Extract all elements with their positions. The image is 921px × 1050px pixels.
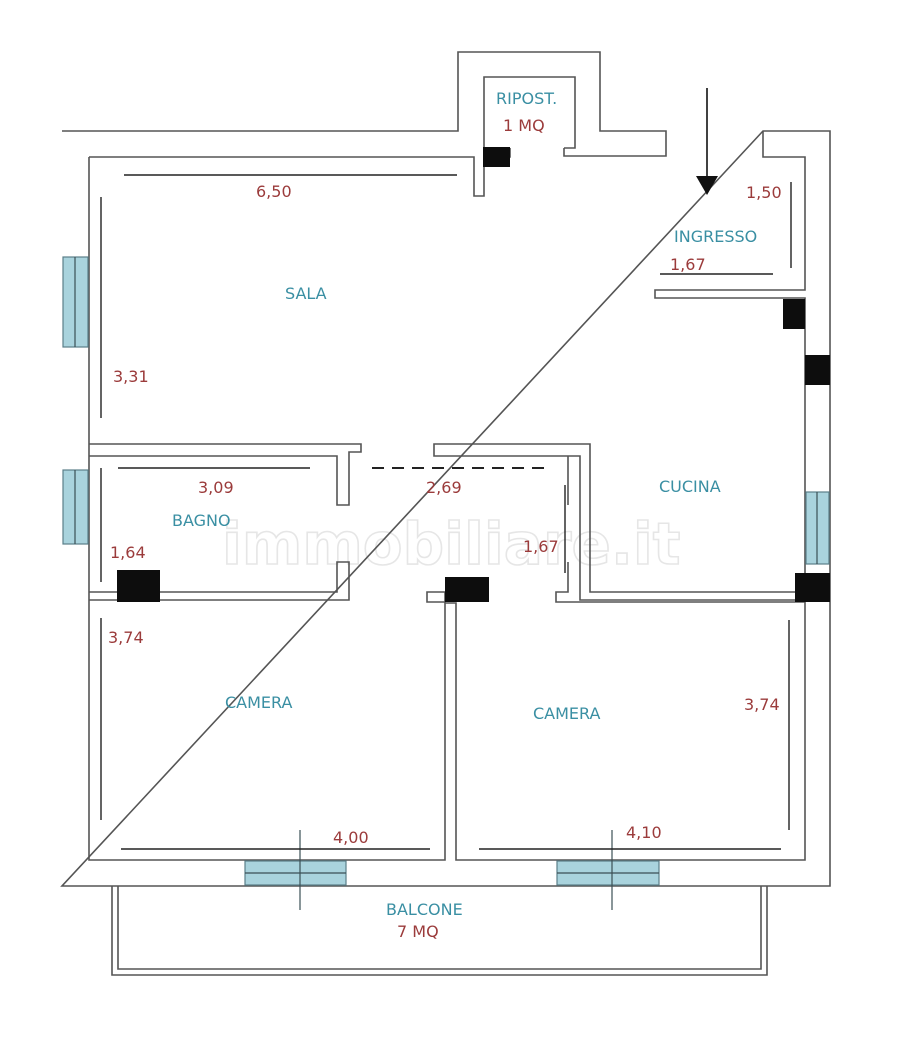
room-label-bagno: BAGNO <box>172 511 231 530</box>
room-area-ripostiglio: 1 MQ <box>503 116 545 135</box>
column <box>805 355 830 385</box>
room-label-sala: SALA <box>285 284 327 303</box>
room-label-camera-right: CAMERA <box>533 704 601 723</box>
window-camera-left <box>244 830 347 910</box>
room-label-ingresso: INGRESSO <box>674 227 757 246</box>
room-label-ripostiglio: RIPOST. <box>496 89 557 108</box>
windows <box>62 256 830 910</box>
watermark: immobiliare.it <box>222 510 680 578</box>
window-camera-right <box>556 830 660 910</box>
dim-label-camera-right-depth: 3,74 <box>744 695 780 714</box>
room-label-balcone: BALCONE <box>386 900 463 919</box>
balcony <box>111 886 768 976</box>
column <box>783 299 805 329</box>
dimension-lines <box>100 174 792 850</box>
dim-label-hall-depth: 1,67 <box>523 537 559 556</box>
dim-label-camera-left-width: 4,00 <box>333 828 369 847</box>
dim-label-ingresso-width: 1,67 <box>670 255 706 274</box>
window-bagno <box>62 469 89 545</box>
room-label-cucina: CUCINA <box>659 477 721 496</box>
dim-label-hall-width: 2,69 <box>426 478 462 497</box>
dim-label-bagno-width: 3,09 <box>198 478 234 497</box>
entrance-arrow-icon <box>696 88 718 195</box>
column <box>795 573 830 602</box>
columns <box>117 147 830 602</box>
dim-label-sala-depth: 3,31 <box>113 367 149 386</box>
window-cucina <box>805 491 830 565</box>
dim-label-sala-width: 6,50 <box>256 182 292 201</box>
dimension-labels: 6,50 3,31 1,50 1,67 3,09 1,64 2,69 1,67 … <box>108 182 782 847</box>
room-area-balcone: 7 MQ <box>397 922 439 941</box>
room-label-camera-left: CAMERA <box>225 693 293 712</box>
column <box>483 147 510 167</box>
column <box>117 570 160 602</box>
dim-label-camera-left-depth: 3,74 <box>108 628 144 647</box>
window-sala <box>62 256 89 348</box>
dim-label-ingresso-depth: 1,50 <box>746 183 782 202</box>
dim-label-bagno-depth: 1,64 <box>110 543 146 562</box>
room-labels: RIPOST. 1 MQ SALA INGRESSO CUCINA BAGNO … <box>172 89 757 941</box>
column <box>445 577 489 602</box>
dim-label-camera-right-width: 4,10 <box>626 823 662 842</box>
